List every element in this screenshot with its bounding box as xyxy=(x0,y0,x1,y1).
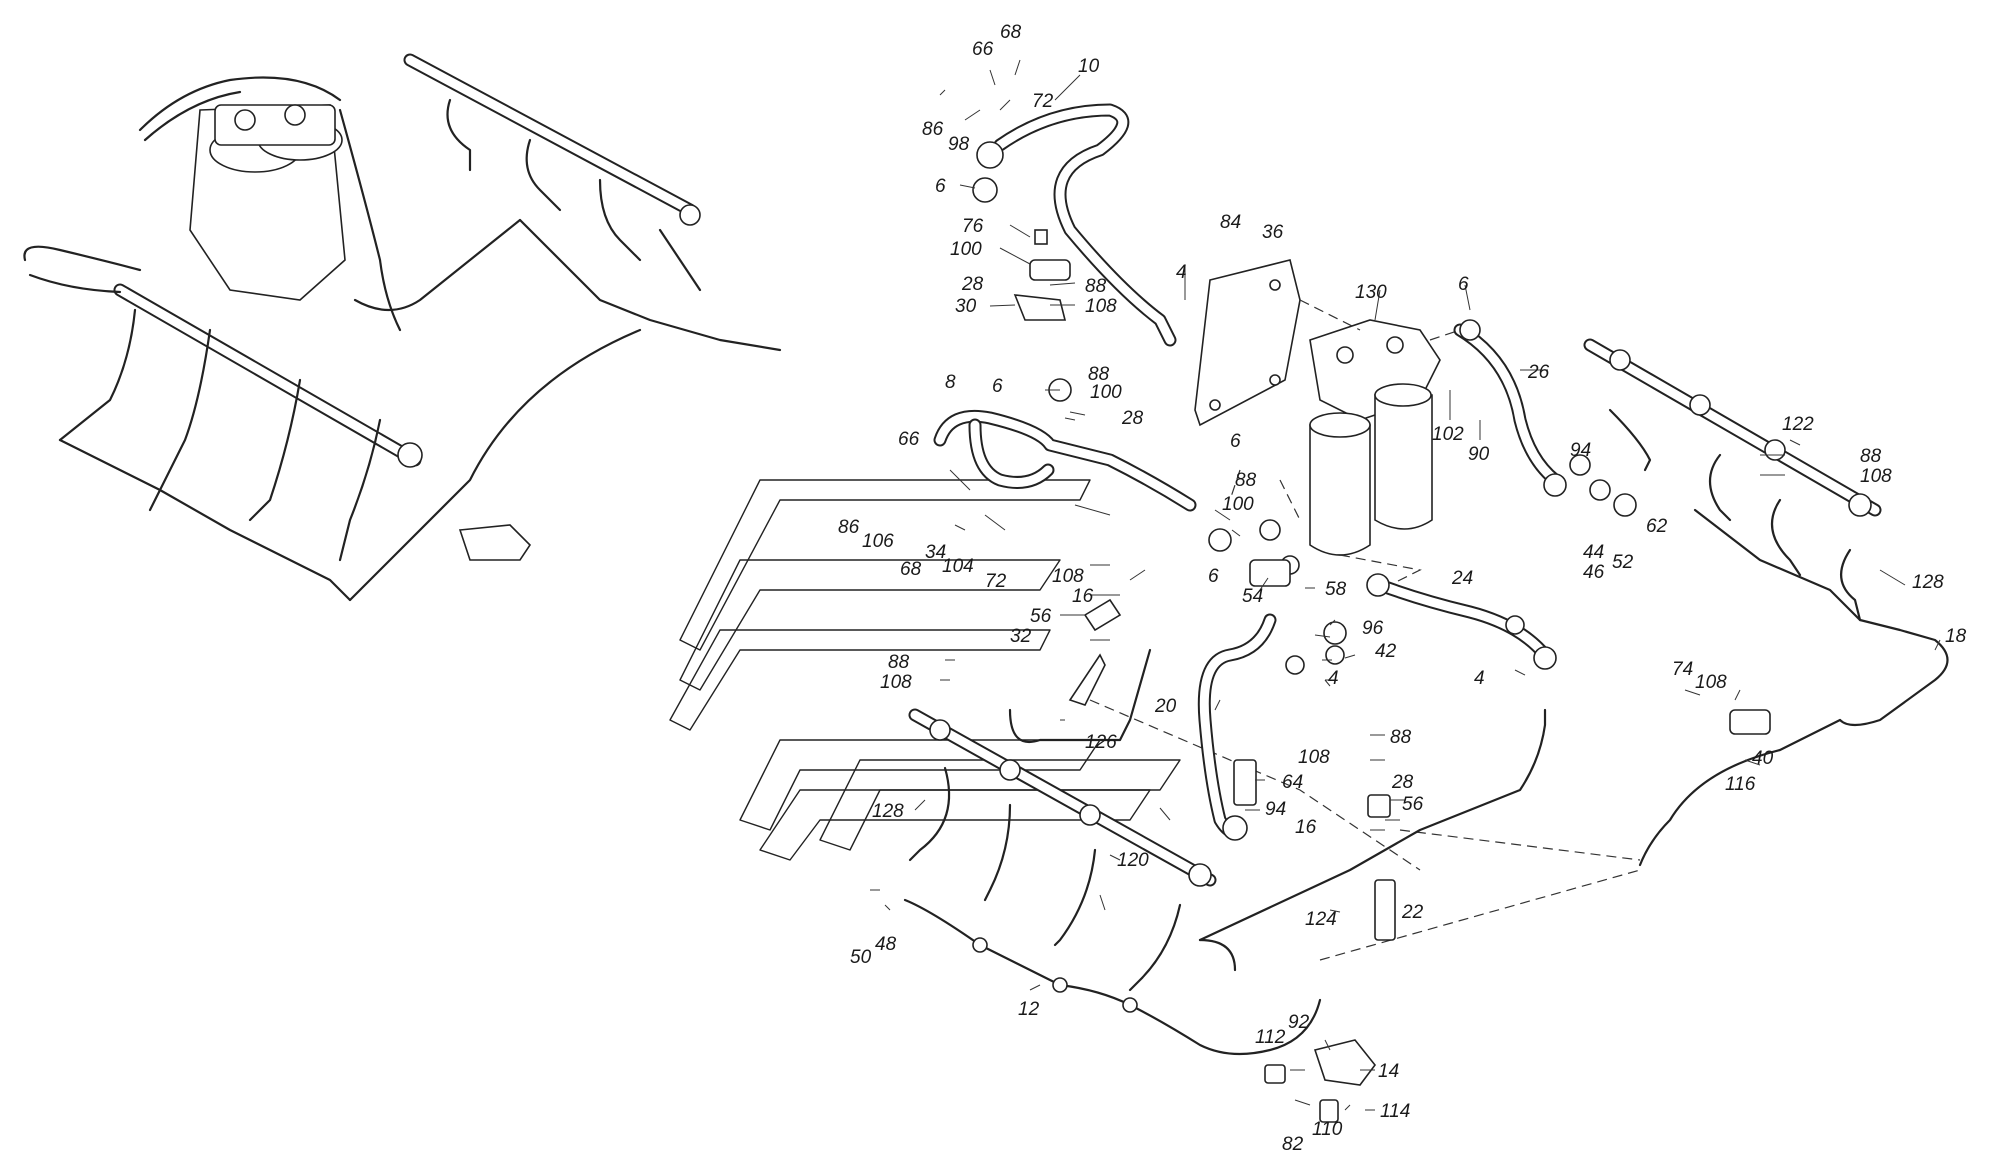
callout-6-c: 6 xyxy=(992,376,1003,397)
callout-20: 20 xyxy=(1154,696,1177,717)
callout-62: 62 xyxy=(1646,516,1668,537)
callout-58: 58 xyxy=(1325,579,1347,600)
callout-120: 120 xyxy=(1117,850,1149,871)
callout-108-a: 108 xyxy=(1085,296,1117,317)
callout-8: 8 xyxy=(945,372,956,393)
callout-102: 102 xyxy=(1432,424,1464,445)
callout-88-f: 88 xyxy=(1390,727,1412,748)
callout-4-c: 4 xyxy=(1474,668,1485,689)
callout-90: 90 xyxy=(1468,444,1490,465)
callout-6-e: 6 xyxy=(1208,566,1219,587)
callout-42: 42 xyxy=(1375,641,1397,662)
callout-26: 26 xyxy=(1527,362,1550,383)
callout-56-b: 56 xyxy=(1402,794,1424,815)
callout-110: 110 xyxy=(1312,1119,1343,1140)
callout-32: 32 xyxy=(1010,626,1032,647)
callout-92: 92 xyxy=(1288,1012,1310,1033)
callout-12: 12 xyxy=(1018,999,1040,1020)
callout-86-b: 86 xyxy=(838,517,860,538)
callout-52: 52 xyxy=(1612,552,1634,573)
callout-6-a: 6 xyxy=(935,176,946,197)
callout-114: 114 xyxy=(1380,1101,1410,1122)
callout-48: 48 xyxy=(875,934,897,955)
callout-94-b: 94 xyxy=(1265,799,1286,820)
callout-128-a: 128 xyxy=(1912,572,1944,593)
callout-28-c: 28 xyxy=(1391,772,1414,793)
callout-104: 104 xyxy=(942,556,974,577)
callout-4-b: 4 xyxy=(1328,668,1339,689)
callout-16-b: 16 xyxy=(1295,817,1317,838)
callout-100-a: 100 xyxy=(950,239,982,260)
callout-88-b: 88 xyxy=(1088,364,1110,385)
callout-34: 34 xyxy=(925,542,946,563)
callout-128-b: 128 xyxy=(872,801,904,822)
callout-10: 10 xyxy=(1078,56,1100,77)
callout-108-c: 108 xyxy=(1052,566,1084,587)
callout-64: 64 xyxy=(1282,772,1303,793)
callout-14: 14 xyxy=(1378,1061,1399,1082)
callout-100-b: 100 xyxy=(1090,382,1122,403)
callout-100-c: 100 xyxy=(1222,494,1254,515)
callout-16-a: 16 xyxy=(1072,586,1094,607)
callout-74: 74 xyxy=(1672,659,1693,680)
callout-66-a: 66 xyxy=(972,39,994,60)
callout-88-e: 88 xyxy=(888,652,910,673)
callout-88-a: 88 xyxy=(1085,276,1107,297)
callout-46: 46 xyxy=(1583,562,1605,583)
callout-4-a: 4 xyxy=(1176,262,1187,283)
callout-68-a: 68 xyxy=(1000,22,1022,43)
callout-108-d: 108 xyxy=(880,672,912,693)
callout-84: 84 xyxy=(1220,212,1241,233)
callout-54: 54 xyxy=(1242,586,1263,607)
callout-96: 96 xyxy=(1362,618,1384,639)
callout-72-b: 72 xyxy=(985,571,1007,592)
callout-76: 76 xyxy=(962,216,984,237)
callout-88-c: 88 xyxy=(1860,446,1882,467)
callout-106: 106 xyxy=(862,531,894,552)
callout-108-f: 108 xyxy=(1298,747,1330,768)
callout-122: 122 xyxy=(1782,414,1814,435)
callout-50: 50 xyxy=(850,947,872,968)
callout-6-d: 6 xyxy=(1230,431,1241,452)
callout-56-a: 56 xyxy=(1030,606,1052,627)
callout-28-b: 28 xyxy=(1121,408,1144,429)
callout-30: 30 xyxy=(955,296,977,317)
callout-6-b: 6 xyxy=(1458,274,1469,295)
callout-112: 112 xyxy=(1255,1027,1286,1048)
callout-108-b: 108 xyxy=(1860,466,1892,487)
overview-assembly xyxy=(23,53,782,602)
callout-18: 18 xyxy=(1945,626,1967,647)
callout-124: 124 xyxy=(1305,909,1337,930)
frame-outline xyxy=(669,479,1181,861)
leader-lines xyxy=(870,59,1941,1111)
callout-44: 44 xyxy=(1583,542,1604,563)
callout-126: 126 xyxy=(1085,732,1117,753)
callout-68-b: 68 xyxy=(900,559,922,580)
callout-94-a: 94 xyxy=(1570,440,1591,461)
callout-88-d: 88 xyxy=(1235,470,1257,491)
callout-66-b: 66 xyxy=(898,429,920,450)
callout-108-e: 108 xyxy=(1695,672,1727,693)
callout-116: 116 xyxy=(1725,774,1756,795)
callout-82: 82 xyxy=(1282,1134,1304,1155)
callout-24: 24 xyxy=(1451,568,1473,589)
callout-72-a: 72 xyxy=(1032,91,1054,112)
callout-98: 98 xyxy=(948,134,970,155)
callout-28-a: 28 xyxy=(961,274,984,295)
exploded-view xyxy=(903,103,1949,1123)
callout-40: 40 xyxy=(1752,748,1774,769)
callout-22: 22 xyxy=(1401,902,1424,923)
callout-36: 36 xyxy=(1262,222,1284,243)
callout-86-a: 86 xyxy=(922,119,944,140)
callout-130: 130 xyxy=(1355,282,1387,303)
callout-labels: 68 66 10 72 86 98 6 76 100 28 88 30 108 … xyxy=(838,22,1967,1155)
